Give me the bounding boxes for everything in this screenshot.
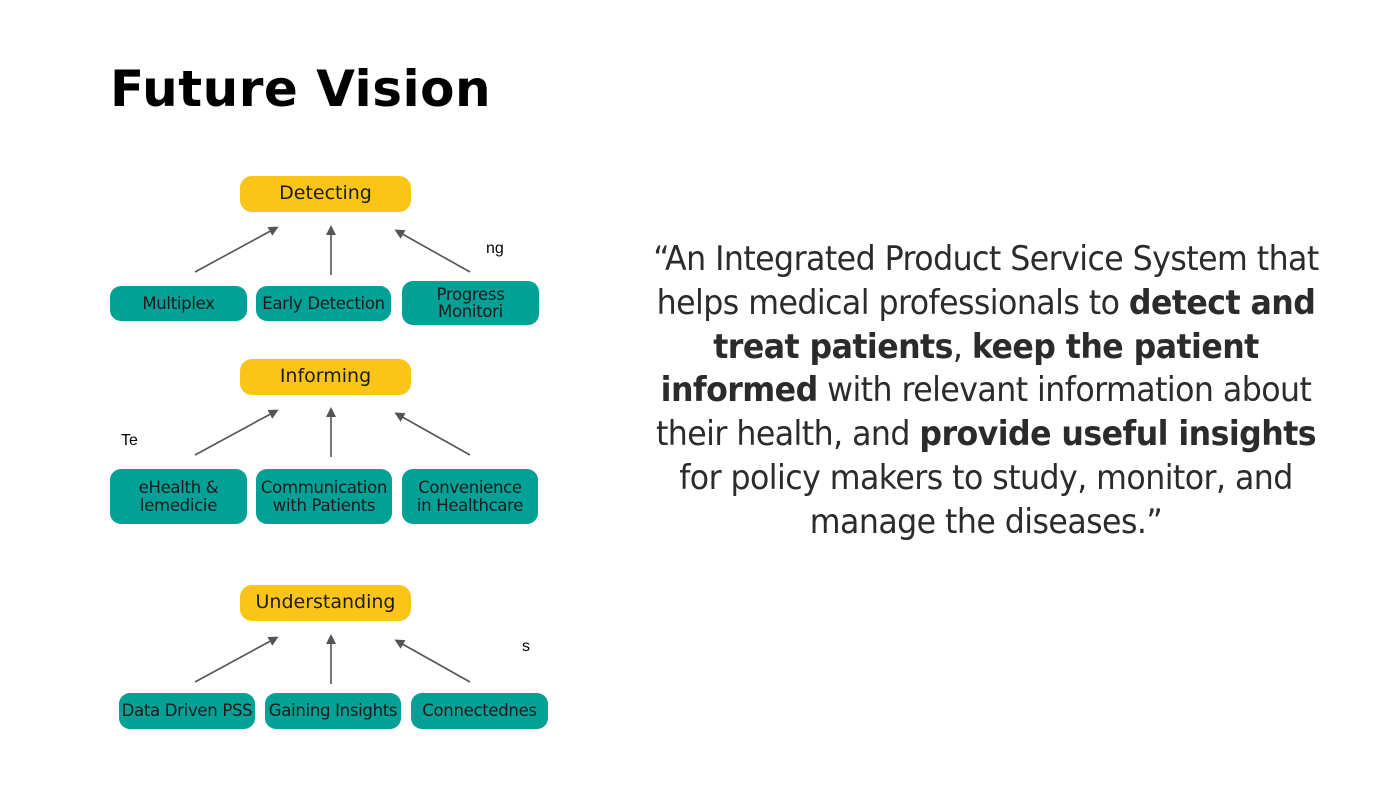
node-label: Communication with Patients <box>260 478 388 515</box>
node-gaining-insights: Gaining Insights <box>265 693 401 729</box>
node-progress-monitoring: Progress Monitori <box>402 281 539 325</box>
arrow-convenience-to-informing <box>394 412 471 456</box>
node-label: Informing <box>279 365 372 388</box>
quote-text: “An Integrated Product Service System th… <box>653 239 1319 323</box>
node-ehealth-telemedicine: eHealth & lemedicie <box>110 469 247 524</box>
quote-emphasis: keep the patient informed <box>660 326 1260 411</box>
quote-text: for policy makers to study, monitor, and… <box>679 457 1293 542</box>
node-label: Early Detection <box>262 293 385 313</box>
node-label: Data Driven PSS <box>121 701 253 721</box>
node-early-detection: Early Detection <box>256 286 391 321</box>
node-label: Understanding <box>255 591 396 614</box>
node-understanding: Understanding <box>240 585 411 621</box>
node-informing: Informing <box>240 359 411 395</box>
node-detecting: Detecting <box>240 176 411 212</box>
node-label: Multiplex <box>142 293 215 313</box>
stray-text-fragment: ng <box>486 240 504 257</box>
node-label: Connectednes <box>422 701 537 721</box>
quote-text: , <box>952 326 972 367</box>
node-label: Progress Monitori <box>436 284 505 321</box>
node-communication-with-patients: Communication with Patients <box>256 469 392 524</box>
arrow-multiplex-to-detecting <box>194 226 279 273</box>
quote-text: with relevant information about their he… <box>655 370 1312 455</box>
node-label: Convenience in Healthcare <box>416 478 524 515</box>
node-label: Detecting <box>279 182 372 205</box>
arrow-ehealth-to-informing <box>194 409 279 456</box>
arrow-progress-monitoring-to-detecting <box>394 229 471 273</box>
node-multiplex: Multiplex <box>110 286 247 321</box>
stray-text-fragment: s <box>522 638 530 655</box>
vision-quote: “An Integrated Product Service System th… <box>653 238 1319 545</box>
node-convenience-in-healthcare: Convenience in Healthcare <box>402 469 538 524</box>
node-label: eHealth & lemedicie <box>138 478 219 515</box>
node-label: Gaining Insights <box>268 701 398 721</box>
stray-text-fragment: Te <box>121 432 138 449</box>
arrow-data-driven-to-understanding <box>194 636 279 683</box>
quote-emphasis: provide useful insights <box>919 414 1317 455</box>
slide-title: Future Vision <box>110 60 492 118</box>
quote-emphasis: detect and treat patients <box>713 282 1316 367</box>
node-connectedness: Connectednes <box>411 693 548 729</box>
node-data-driven-pss: Data Driven PSS <box>119 693 255 729</box>
arrow-connectedness-to-understanding <box>394 639 471 683</box>
